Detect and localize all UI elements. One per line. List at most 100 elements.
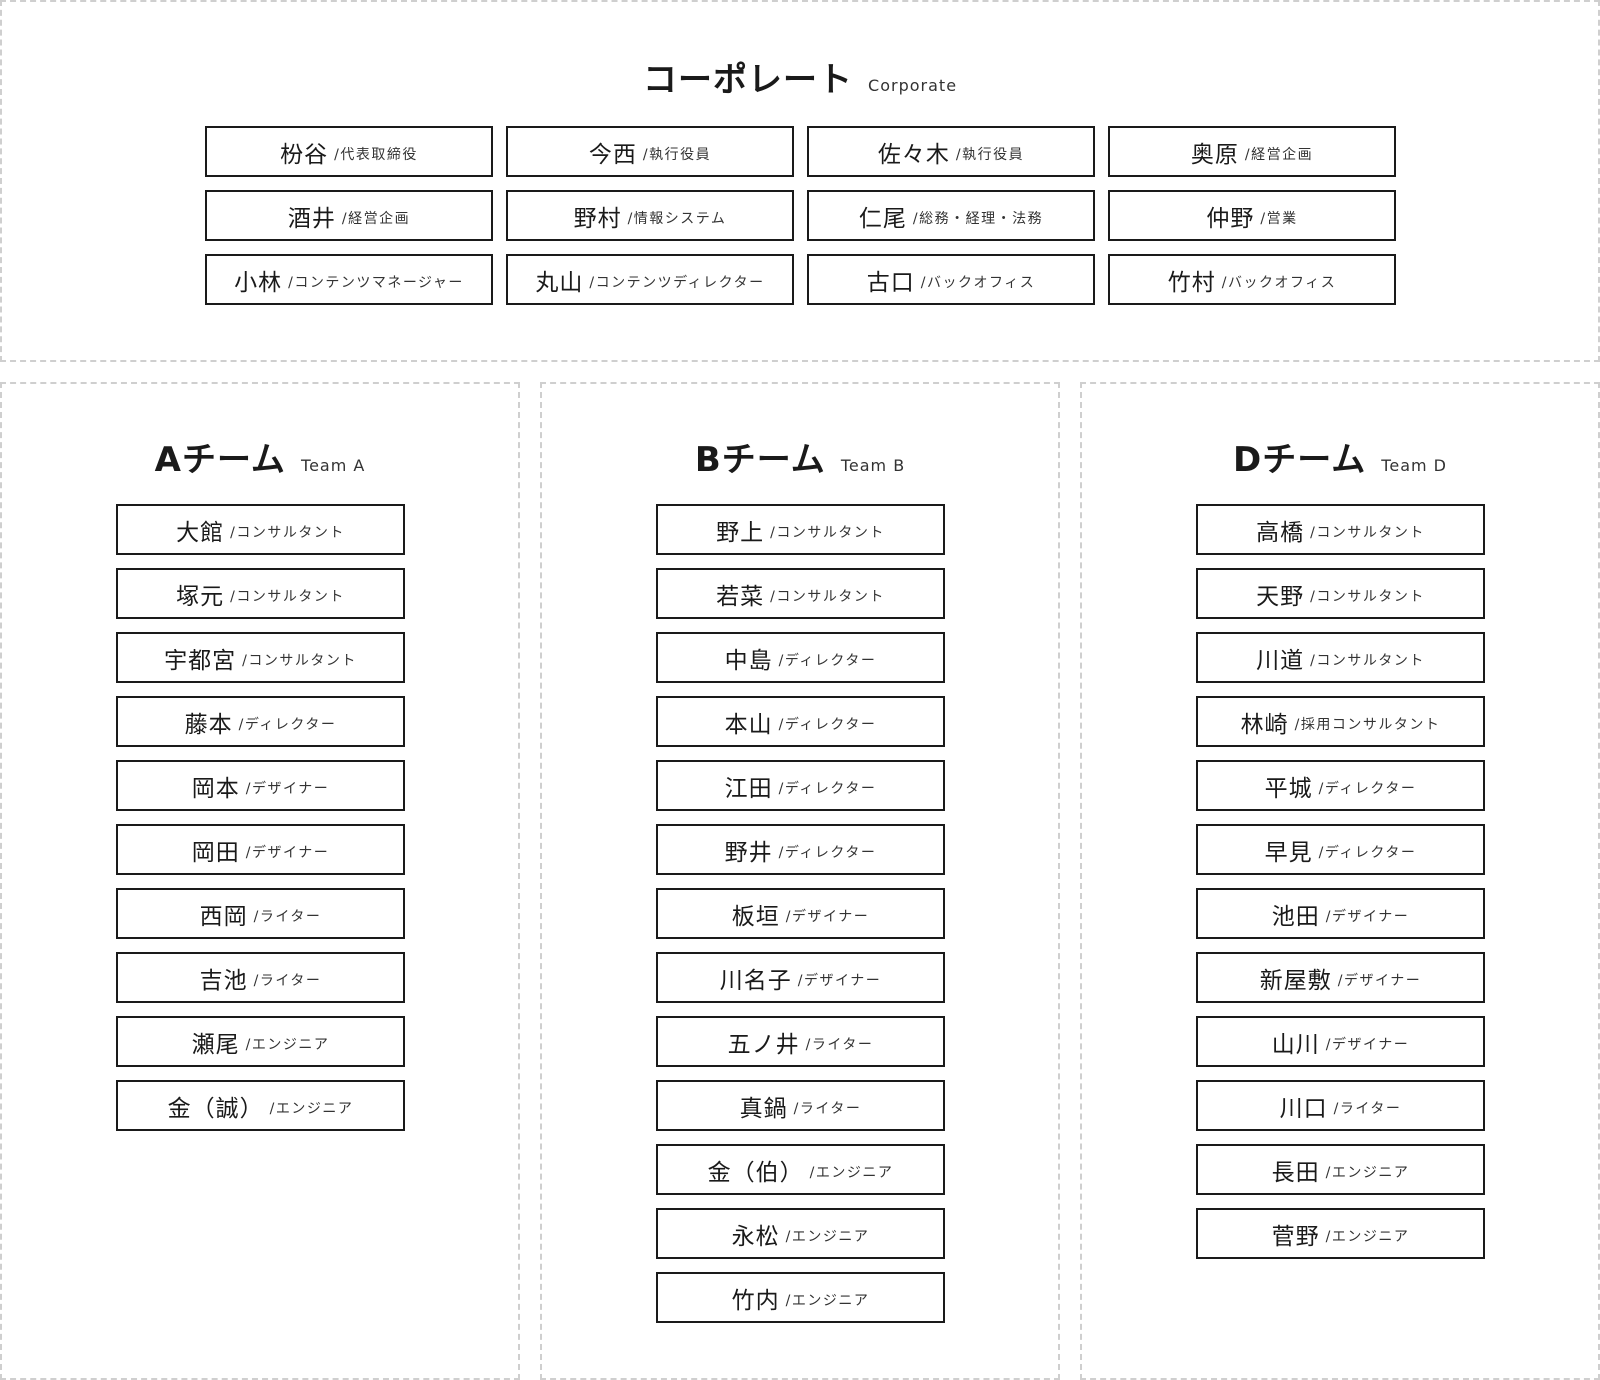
member-role: /ディレクター [238, 716, 337, 733]
member-role: /エンジニア [1325, 1228, 1410, 1245]
section-subtitle: Team A [301, 456, 366, 475]
section-team-a: Aチーム Team A 大館/コンサルタント塚元/コンサルタント宇都宮/コンサル… [0, 382, 520, 1380]
member-name: 酒井 [287, 205, 336, 232]
member-box: 若菜/コンサルタント [656, 568, 945, 619]
member-name: 金（誠） [167, 1095, 264, 1122]
section-title: Aチーム [154, 440, 286, 480]
member-box: 藤本/ディレクター [116, 696, 405, 747]
member-role: /コンサルタント [230, 524, 345, 541]
member-role: /総務・経理・法務 [912, 210, 1044, 227]
member-box: 宇都宮/コンサルタント [116, 632, 405, 683]
member-name: 佐々木 [877, 141, 950, 168]
member-name: 板垣 [731, 903, 780, 930]
member-name: 奥原 [1190, 141, 1239, 168]
member-box: 岡本/デザイナー [116, 760, 405, 811]
member-box: 本山/ディレクター [656, 696, 945, 747]
member-box: 野井/ディレクター [656, 824, 945, 875]
member-box: 今西/執行役員 [506, 126, 794, 177]
member-name: 瀬尾 [191, 1031, 240, 1058]
member-name: 新屋敷 [1259, 967, 1332, 994]
member-name: 野上 [716, 519, 765, 546]
member-box: 長田/エンジニア [1196, 1144, 1485, 1195]
member-box: 竹内/エンジニア [656, 1272, 945, 1323]
member-box: 仁尾/総務・経理・法務 [807, 190, 1095, 241]
section-subtitle: Team D [1381, 456, 1447, 475]
member-role: /ディレクター [778, 780, 877, 797]
member-box: 平城/ディレクター [1196, 760, 1485, 811]
member-name: 高橋 [1256, 519, 1305, 546]
section-heading-team-d: Dチーム Team D [1082, 432, 1598, 481]
member-box: 古口/バックオフィス [807, 254, 1095, 305]
member-box: 川口/ライター [1196, 1080, 1485, 1131]
member-box: 山川/デザイナー [1196, 1016, 1485, 1067]
member-box: 瀬尾/エンジニア [116, 1016, 405, 1067]
member-role: /エンジニア [785, 1228, 870, 1245]
section-corporate: コーポレート Corporate 枌谷/代表取締役今西/執行役員佐々木/執行役員… [0, 0, 1600, 362]
team-d-member-list: 高橋/コンサルタント天野/コンサルタント川道/コンサルタント林崎/採用コンサルタ… [1196, 504, 1485, 1259]
section-subtitle: Corporate [868, 76, 958, 95]
member-box: 川道/コンサルタント [1196, 632, 1485, 683]
member-name: 五ノ井 [727, 1031, 800, 1058]
member-role: /コンサルタント [1310, 652, 1425, 669]
member-box: 林崎/採用コンサルタント [1196, 696, 1485, 747]
member-name: 川道 [1256, 647, 1305, 674]
member-role: /ディレクター [1318, 844, 1417, 861]
member-box: 五ノ井/ライター [656, 1016, 945, 1067]
member-name: 平城 [1264, 775, 1313, 802]
member-box: 奥原/経営企画 [1108, 126, 1396, 177]
member-name: 古口 [866, 269, 915, 296]
member-role: /デザイナー [1337, 972, 1422, 989]
section-title: コーポレート [642, 60, 853, 100]
member-name: 永松 [731, 1223, 780, 1250]
member-box: 早見/ディレクター [1196, 824, 1485, 875]
member-name: 早見 [1264, 839, 1313, 866]
member-name: 宇都宮 [164, 647, 237, 674]
member-name: 岡本 [191, 775, 240, 802]
member-role: /執行役員 [642, 146, 712, 163]
section-heading-team-b: Bチーム Team B [542, 432, 1058, 481]
member-role: /コンサルタント [1310, 524, 1425, 541]
member-name: 枌谷 [280, 141, 329, 168]
member-role: /経営企画 [341, 210, 411, 227]
member-role: /デザイナー [245, 844, 330, 861]
member-box: 野上/コンサルタント [656, 504, 945, 555]
member-role: /ライター [253, 908, 322, 925]
member-role: /ディレクター [778, 652, 877, 669]
member-box: 吉池/ライター [116, 952, 405, 1003]
member-role: /コンサルタント [1310, 588, 1425, 605]
member-name: 川名子 [719, 967, 792, 994]
member-role: /デザイナー [1325, 1036, 1410, 1053]
member-box: 岡田/デザイナー [116, 824, 405, 875]
member-role: /エンジニア [809, 1164, 894, 1181]
member-name: 仲野 [1206, 205, 1255, 232]
member-box: 西岡/ライター [116, 888, 405, 939]
member-role: /エンジニア [245, 1036, 330, 1053]
member-role: /執行役員 [955, 146, 1025, 163]
member-role: /コンサルタント [230, 588, 345, 605]
member-box: 天野/コンサルタント [1196, 568, 1485, 619]
member-box: 江田/ディレクター [656, 760, 945, 811]
member-role: /コンテンツマネージャー [288, 274, 464, 291]
member-box: 菅野/エンジニア [1196, 1208, 1485, 1259]
member-name: 林崎 [1240, 711, 1289, 738]
member-role: /経営企画 [1244, 146, 1314, 163]
member-role: /コンサルタント [770, 524, 885, 541]
member-role: /ディレクター [778, 716, 877, 733]
member-name: 真鍋 [739, 1095, 788, 1122]
member-role: /デザイナー [785, 908, 870, 925]
member-role: /ライター [1333, 1100, 1402, 1117]
section-heading-team-a: Aチーム Team A [2, 432, 518, 481]
member-name: 長田 [1271, 1159, 1320, 1186]
section-heading-corporate: コーポレート Corporate [2, 52, 1598, 101]
member-name: 岡田 [191, 839, 240, 866]
member-name: 小林 [234, 269, 283, 296]
member-name: 天野 [1256, 583, 1305, 610]
member-name: 竹内 [731, 1287, 780, 1314]
member-role: /営業 [1260, 210, 1298, 227]
member-role: /バックオフィス [920, 274, 1036, 291]
member-name: 若菜 [716, 583, 765, 610]
member-role: /デザイナー [1325, 908, 1410, 925]
member-name: 野井 [724, 839, 773, 866]
team-b-member-list: 野上/コンサルタント若菜/コンサルタント中島/ディレクター本山/ディレクター江田… [656, 504, 945, 1323]
